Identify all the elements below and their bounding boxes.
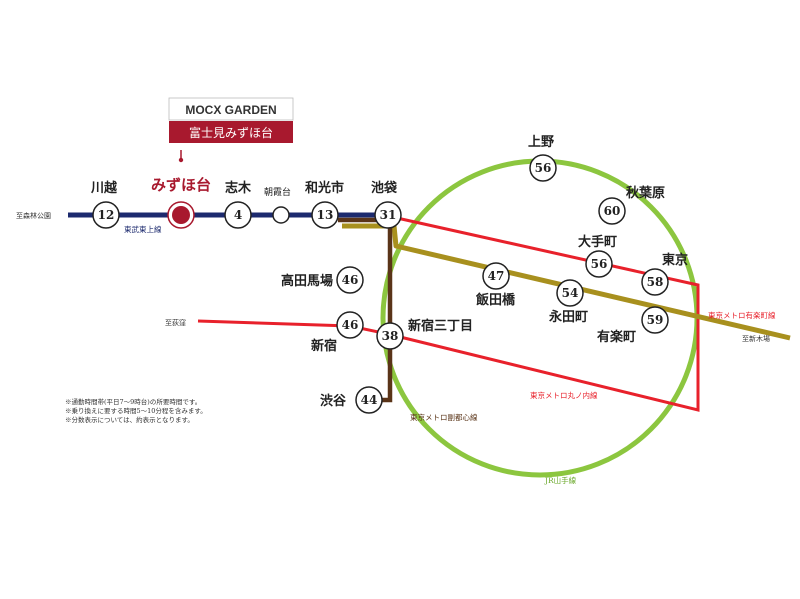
time-shinjuku: 46 xyxy=(342,318,359,332)
station-shinjuku: 46 新宿 xyxy=(311,311,364,354)
name-ikebukuro: 池袋 xyxy=(371,180,398,196)
marunouchi-line xyxy=(197,214,700,412)
station-shinjuku-sanchome: 38 新宿三丁目 xyxy=(376,318,473,350)
label-yurakucho-line: 東京メトロ有楽町線 xyxy=(708,310,776,320)
terminal-moribayashi: 至森林公園 xyxy=(16,211,51,220)
yurakucho-line xyxy=(342,223,791,341)
terminal-shinkiba: 至新木場 xyxy=(742,334,770,343)
time-tokyo: 58 xyxy=(647,275,664,289)
station-mizuhodai-home: みずほ台 xyxy=(151,176,211,229)
time-wakoshi: 13 xyxy=(317,208,334,222)
pin-dot xyxy=(178,157,184,163)
station-otemachi: 56 大手町 xyxy=(578,234,617,278)
time-yurakucho: 59 xyxy=(647,313,664,327)
name-takadanobaba: 高田馬場 xyxy=(281,273,333,289)
station-nagatacho: 54 永田町 xyxy=(548,279,588,325)
name-iidabashi: 飯田橋 xyxy=(475,292,516,308)
name-akihabara: 秋葉原 xyxy=(626,185,665,201)
name-tokyo: 東京 xyxy=(662,252,688,268)
time-shiki: 4 xyxy=(234,208,242,222)
note-2: ※乗り換えに要する時間5〜10分程を含みます。 xyxy=(65,406,207,415)
time-nagatacho: 54 xyxy=(562,286,579,300)
name-asakadai: 朝霞台 xyxy=(264,186,291,198)
time-kawagoe: 12 xyxy=(98,208,115,222)
station-shibuya: 44 渋谷 xyxy=(320,386,383,414)
property-name-box xyxy=(169,121,293,143)
time-otemachi: 56 xyxy=(591,257,608,271)
name-nagatacho: 永田町 xyxy=(548,309,588,325)
name-wakoshi: 和光市 xyxy=(305,180,344,196)
station-yurakucho: 59 有楽町 xyxy=(597,306,669,345)
station-iidabashi: 47 飯田橋 xyxy=(475,262,516,308)
station-tokyo: 58 東京 xyxy=(641,252,688,296)
station-ueno: 56 上野 xyxy=(528,135,557,182)
station-asakadai: 朝霞台 xyxy=(264,186,291,224)
station-shiki: 4 志木 xyxy=(224,180,252,229)
note-1: ※通勤時間帯(平日7〜9時台)の所要時間です。 xyxy=(65,397,201,406)
label-tobu-line: 東武東上線 xyxy=(124,224,162,234)
time-iidabashi: 47 xyxy=(488,269,505,283)
brand-logo: MOCX GARDEN xyxy=(185,103,276,117)
station-akihabara: 60 秋葉原 xyxy=(598,185,665,225)
property-name: 富士見みずほ台 xyxy=(189,125,273,140)
name-otemachi: 大手町 xyxy=(578,234,617,250)
station-kawagoe: 12 川越 xyxy=(90,180,120,229)
station-ikebukuro: 31 池袋 xyxy=(371,180,402,229)
station-takadanobaba: 46 高田馬場 xyxy=(281,266,364,294)
label-yamanote-line: JR山手線 xyxy=(544,475,577,485)
home-station-name: みずほ台 xyxy=(151,176,211,194)
note-3: ※分数表示については、約表示となります。 xyxy=(65,415,194,424)
name-shibuya: 渋谷 xyxy=(320,393,347,409)
time-shibuya: 44 xyxy=(361,393,378,407)
label-marunouchi-line: 東京メトロ丸ノ内線 xyxy=(530,390,598,400)
brand-logo-box xyxy=(168,97,294,121)
name-shinjuku: 新宿 xyxy=(311,338,337,354)
name-shiki: 志木 xyxy=(225,180,252,196)
time-takadanobaba: 46 xyxy=(342,273,359,287)
name-ueno: 上野 xyxy=(528,135,554,150)
name-kawagoe: 川越 xyxy=(90,180,118,196)
name-shinjuku-sanchome: 新宿三丁目 xyxy=(408,318,473,334)
time-shinjuku-sanchome: 38 xyxy=(382,329,399,343)
terminal-ogikubo: 至荻窪 xyxy=(165,318,186,327)
time-ikebukuro: 31 xyxy=(380,208,397,222)
station-wakoshi: 13 和光市 xyxy=(305,180,344,229)
label-fukutoshin-line: 東京メトロ副都心線 xyxy=(410,412,478,422)
name-yurakucho: 有楽町 xyxy=(597,329,636,345)
time-ueno: 56 xyxy=(535,161,552,175)
time-akihabara: 60 xyxy=(604,204,621,218)
